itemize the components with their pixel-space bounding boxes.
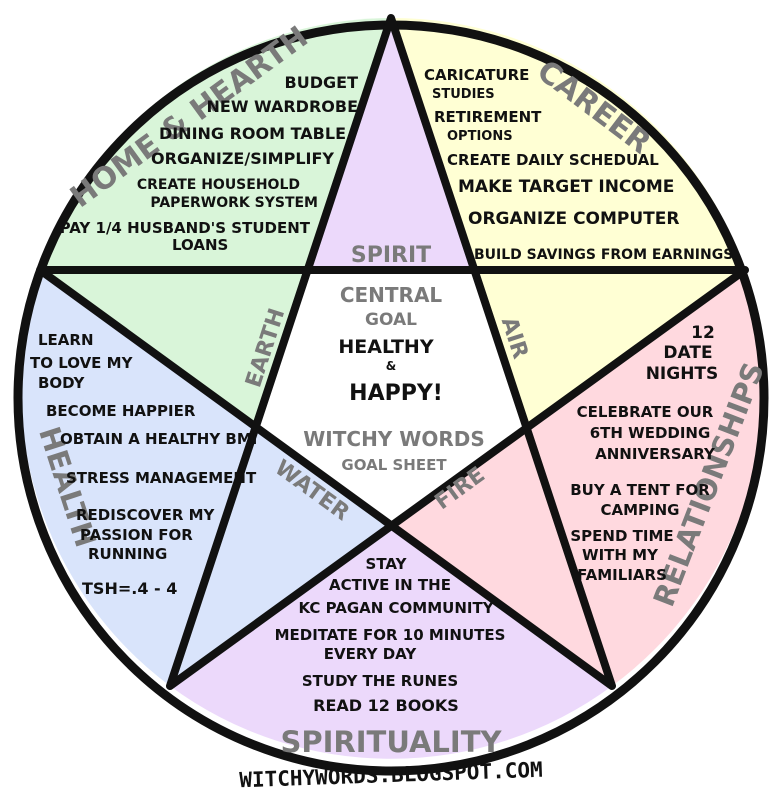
list-item: Organize Computer: [468, 209, 679, 229]
list-item: Stay: [366, 555, 408, 573]
list-item: Budget: [285, 73, 359, 92]
list-item: Active in the: [329, 576, 451, 594]
list-item: Passion for: [80, 526, 193, 544]
list-item: Pay 1/4 Husband's Student: [60, 219, 311, 237]
home-hearth-list: Budget New Wardrobe Dining Room Table Or…: [60, 73, 358, 254]
central-goal-text-2: Happy!: [349, 381, 443, 406]
list-item: KC Pagan Community: [298, 599, 494, 617]
list-item: Create Daily Schedual: [447, 151, 659, 169]
brand-title: Witchy Words: [303, 427, 484, 451]
list-item: Body: [38, 374, 86, 392]
spirituality-region: [170, 523, 612, 759]
relationships-list: 12 Date Nights Celebrate our 6th Wedding…: [570, 323, 718, 584]
list-item: Date: [663, 343, 712, 363]
list-item: Buy a Tent for: [570, 481, 710, 499]
list-item: New Wardrobe: [207, 97, 359, 116]
earth-point: [40, 270, 308, 427]
list-item: Organize/Simplify: [151, 149, 334, 168]
list-item: Build Savings from Earnings: [474, 247, 733, 263]
list-item: Retirement: [434, 108, 542, 126]
health-list: Learn to Love my Body Become Happier Obt…: [30, 331, 257, 598]
list-item: Dining Room Table: [159, 124, 346, 143]
footer-url: witchywords.blogspot.com: [239, 758, 543, 793]
list-item: to Love my: [30, 354, 134, 372]
list-item: Nights: [646, 364, 719, 384]
list-item: with my: [582, 546, 659, 564]
central-goal-heading: Central: [340, 283, 443, 307]
list-item: Paperwork System: [150, 195, 318, 211]
list-item: Spend Time: [570, 527, 673, 545]
career-list: Caricature Studies Retirement Options Cr…: [424, 66, 733, 263]
list-item: Loans: [172, 236, 228, 254]
spirit-label: Spirit: [351, 243, 431, 268]
central-pentagon: [256, 270, 527, 523]
list-item: Studies: [432, 87, 495, 102]
list-item: Caricature: [424, 66, 529, 84]
list-item: 6th Wedding: [590, 424, 711, 442]
list-item: Meditate for 10 Minutes: [275, 626, 506, 644]
list-item: Rediscover my: [76, 506, 216, 524]
list-item: Running: [88, 545, 167, 563]
central-goal-subheading: Goal: [365, 310, 417, 330]
list-item: Learn: [38, 331, 94, 349]
list-item: Every Day: [324, 645, 418, 663]
list-item: Celebrate our: [577, 403, 714, 421]
spirituality-list: Stay Active in the KC Pagan Community Me…: [275, 555, 506, 715]
spirituality-title: Spirituality: [281, 725, 503, 759]
list-item: Stress Management: [66, 469, 257, 487]
water-point: [170, 427, 391, 686]
pentagram-outline: [36, 14, 749, 690]
list-item: Study the Runes: [302, 672, 458, 690]
list-item: Familiars: [577, 566, 667, 584]
career-region: [391, 17, 745, 270]
list-item: Create Household: [137, 177, 300, 193]
list-item: Anniversary: [595, 445, 716, 463]
list-item: Make Target Income: [458, 177, 674, 197]
central-goal: Central Goal Healthy & Happy! Witchy Wor…: [303, 283, 484, 474]
list-item: Become Happier: [46, 402, 196, 420]
list-item: 12: [691, 323, 715, 343]
brand-subtitle: Goal Sheet: [341, 456, 447, 474]
central-goal-text: Healthy: [338, 336, 433, 358]
spirit-point: [308, 18, 475, 270]
list-item: Options: [447, 129, 513, 144]
list-item: TSH=.4 - 4: [82, 579, 177, 598]
list-item: Obtain a Healthy BMI: [60, 430, 257, 448]
list-item: Read 12 Books: [313, 696, 459, 715]
fire-point: [391, 427, 612, 686]
home-hearth-region: [40, 18, 391, 270]
list-item: Camping: [601, 501, 680, 519]
central-goal-ampersand: &: [386, 359, 396, 373]
air-point: [475, 270, 745, 427]
